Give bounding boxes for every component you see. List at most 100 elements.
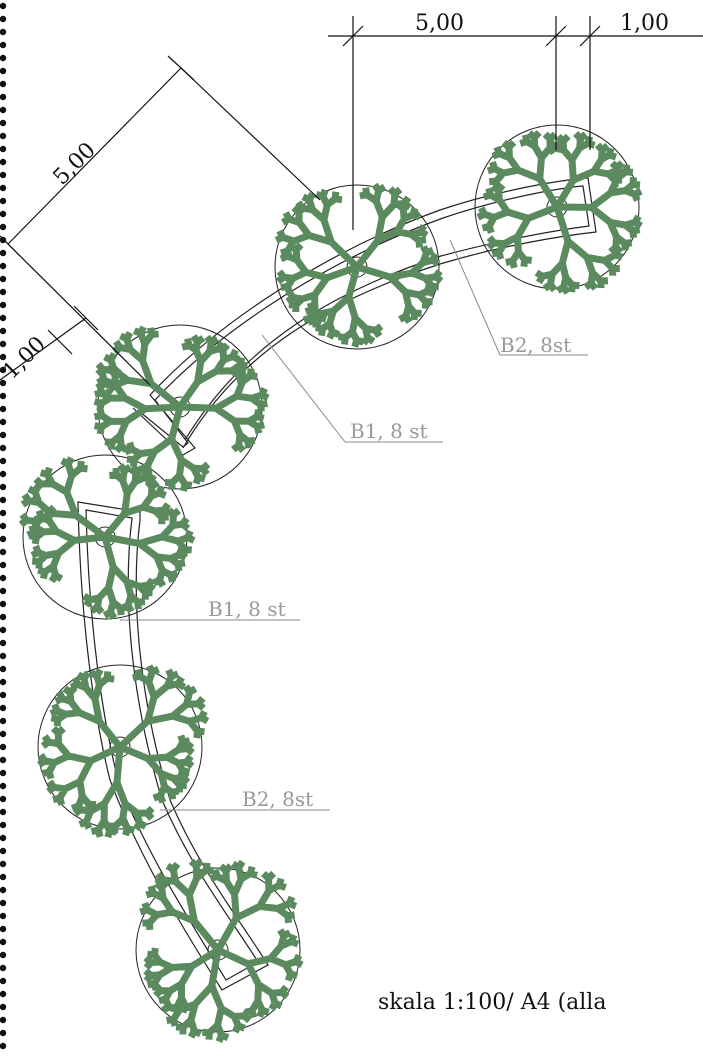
border-dot (0, 1029, 7, 1037)
border-dot (0, 210, 7, 218)
border-dot (0, 600, 7, 608)
border-dot (0, 717, 7, 725)
border-dot (0, 483, 7, 491)
border-dot (0, 561, 7, 569)
border-dot (0, 145, 7, 153)
border-dot (0, 899, 7, 907)
label-b1-upper: B1, 8 st (350, 419, 428, 443)
tree-6 (139, 858, 304, 1043)
border-dot (0, 418, 7, 426)
border-dot (0, 509, 7, 517)
border-dot (0, 639, 7, 647)
border-dot (0, 769, 7, 777)
border-dot (0, 522, 7, 530)
border-dot (0, 197, 7, 205)
border-dot (0, 41, 7, 49)
border-dot (0, 314, 7, 322)
border-dot (0, 223, 7, 231)
border-dot (0, 574, 7, 582)
tree-5 (36, 664, 210, 839)
border-dot (0, 444, 7, 452)
border-dot (0, 795, 7, 803)
dim-top-offset: 1,00 (620, 11, 669, 36)
border-dot (0, 301, 7, 309)
border-dot (0, 405, 7, 413)
dim-diag-span: 5,00 (49, 138, 101, 190)
border-dot (0, 1042, 7, 1050)
border-dot (0, 15, 7, 23)
border-dot (0, 236, 7, 244)
border-dot (0, 379, 7, 387)
border-dot (0, 470, 7, 478)
border-dot (0, 158, 7, 166)
left-border-dots (0, 2, 7, 1050)
scale-note: skala 1:100/ A4 (alla (378, 990, 606, 1015)
border-dot (0, 93, 7, 101)
border-dot (0, 54, 7, 62)
border-dot (0, 327, 7, 335)
border-dot (0, 652, 7, 660)
border-dot (0, 691, 7, 699)
border-dot (0, 925, 7, 933)
border-dot (0, 288, 7, 296)
border-dot (0, 80, 7, 88)
border-dot (0, 496, 7, 504)
border-dot (0, 67, 7, 75)
border-dot (0, 535, 7, 543)
label-b1-lower: B1, 8 st (208, 597, 286, 621)
border-dot (0, 171, 7, 179)
border-dot (0, 873, 7, 881)
border-dot (0, 665, 7, 673)
tree-branches (18, 130, 643, 1043)
border-dot (0, 457, 7, 465)
border-dot (0, 990, 7, 998)
border-dot (0, 886, 7, 894)
border-dot (0, 964, 7, 972)
border-dot (0, 808, 7, 816)
border-dot (0, 678, 7, 686)
border-dot (0, 548, 7, 556)
label-b2-lower: B2, 8st (242, 787, 313, 811)
border-dot (0, 431, 7, 439)
tree-4 (18, 456, 196, 620)
border-dot (0, 392, 7, 400)
tree-canopies (22, 124, 640, 1033)
border-dot (0, 132, 7, 140)
border-dot (0, 1016, 7, 1024)
border-dot (0, 704, 7, 712)
border-dot (0, 366, 7, 374)
border-dot (0, 626, 7, 634)
border-dot (0, 184, 7, 192)
border-dot (0, 951, 7, 959)
border-dot (0, 756, 7, 764)
border-dot (0, 275, 7, 283)
border-dot (0, 912, 7, 920)
dim-top-span: 5,00 (415, 11, 464, 36)
tree-2 (476, 130, 643, 295)
border-dot (0, 353, 7, 361)
border-dot (0, 340, 7, 348)
border-dot (0, 2, 7, 10)
border-dot (0, 782, 7, 790)
dim-diag-offset: 1,00 (0, 332, 51, 384)
border-dot (0, 847, 7, 855)
border-dot (0, 28, 7, 36)
border-dot (0, 938, 7, 946)
border-dot (0, 834, 7, 842)
border-dot (0, 262, 7, 270)
label-b2-upper: B2, 8st (500, 333, 571, 357)
label-leaders (120, 239, 588, 811)
border-dot (0, 1003, 7, 1011)
border-dot (0, 821, 7, 829)
border-dot (0, 730, 7, 738)
border-dot (0, 743, 7, 751)
border-dot (0, 860, 7, 868)
border-dot (0, 249, 7, 257)
tree-1 (274, 182, 444, 348)
border-dot (0, 106, 7, 114)
border-dot (0, 613, 7, 621)
border-dot (0, 977, 7, 985)
dimension-lines (0, 16, 703, 386)
border-dot (0, 119, 7, 127)
